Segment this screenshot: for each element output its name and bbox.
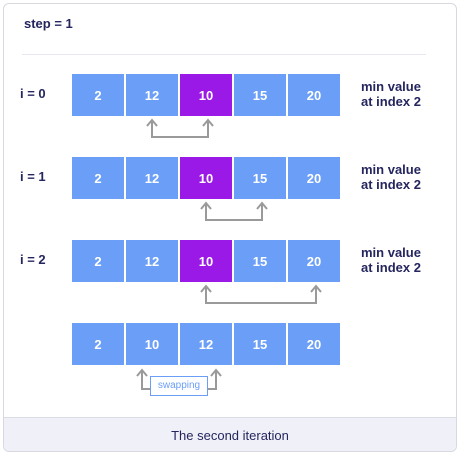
note-line: at index 2 xyxy=(361,177,421,192)
array-cell: 15 xyxy=(234,240,286,282)
array-cell-min: 10 xyxy=(180,74,232,116)
array-cells: 2 12 10 15 20 xyxy=(72,240,342,282)
array-cells: 2 12 10 15 20 xyxy=(72,157,342,199)
array-cell: 20 xyxy=(288,157,340,199)
compare-arrow xyxy=(200,201,268,221)
min-value-note: min value at index 2 xyxy=(361,162,421,192)
caption: The second iteration xyxy=(4,417,456,451)
array-cell: 20 xyxy=(288,240,340,282)
note-line: at index 2 xyxy=(361,260,421,275)
min-value-note: min value at index 2 xyxy=(361,79,421,109)
array-cell: 12 xyxy=(180,323,232,365)
caption-text: The second iteration xyxy=(171,427,289,443)
note-line: at index 2 xyxy=(361,94,421,109)
result-row: 2 10 12 15 20 xyxy=(4,323,456,367)
array-cell: 15 xyxy=(234,74,286,116)
swapping-label: swapping xyxy=(150,376,208,396)
note-line: min value xyxy=(361,245,421,260)
row-label: i = 1 xyxy=(20,169,46,184)
array-cell: 12 xyxy=(126,240,178,282)
row-label: i = 2 xyxy=(20,252,46,267)
iteration-row-1: i = 1 2 12 10 15 20 min value at index 2 xyxy=(4,157,456,201)
array-cells: 2 10 12 15 20 xyxy=(72,323,342,365)
divider xyxy=(22,54,426,55)
iteration-row-2: i = 2 2 12 10 15 20 min value at index 2 xyxy=(4,240,456,284)
row-label: i = 0 xyxy=(20,86,46,101)
diagram-frame: step = 1 i = 0 2 12 10 15 20 min value a… xyxy=(3,3,457,452)
step-title: step = 1 xyxy=(24,16,73,31)
swap-arrow xyxy=(136,368,222,390)
compare-arrow xyxy=(200,284,322,304)
array-cell: 2 xyxy=(72,240,124,282)
array-cell: 2 xyxy=(72,323,124,365)
iteration-row-0: i = 0 2 12 10 15 20 min value at index 2 xyxy=(4,74,456,118)
array-cell: 2 xyxy=(72,74,124,116)
min-value-note: min value at index 2 xyxy=(361,245,421,275)
array-cell: 20 xyxy=(288,323,340,365)
array-cell: 20 xyxy=(288,74,340,116)
array-cell: 12 xyxy=(126,157,178,199)
array-cell: 2 xyxy=(72,157,124,199)
array-cell-min: 10 xyxy=(180,240,232,282)
compare-arrow xyxy=(146,118,214,138)
array-cells: 2 12 10 15 20 xyxy=(72,74,342,116)
array-cell: 12 xyxy=(126,74,178,116)
array-cell: 15 xyxy=(234,323,286,365)
note-line: min value xyxy=(361,79,421,94)
array-cell: 15 xyxy=(234,157,286,199)
array-cell-min: 10 xyxy=(180,157,232,199)
note-line: min value xyxy=(361,162,421,177)
array-cell: 10 xyxy=(126,323,178,365)
